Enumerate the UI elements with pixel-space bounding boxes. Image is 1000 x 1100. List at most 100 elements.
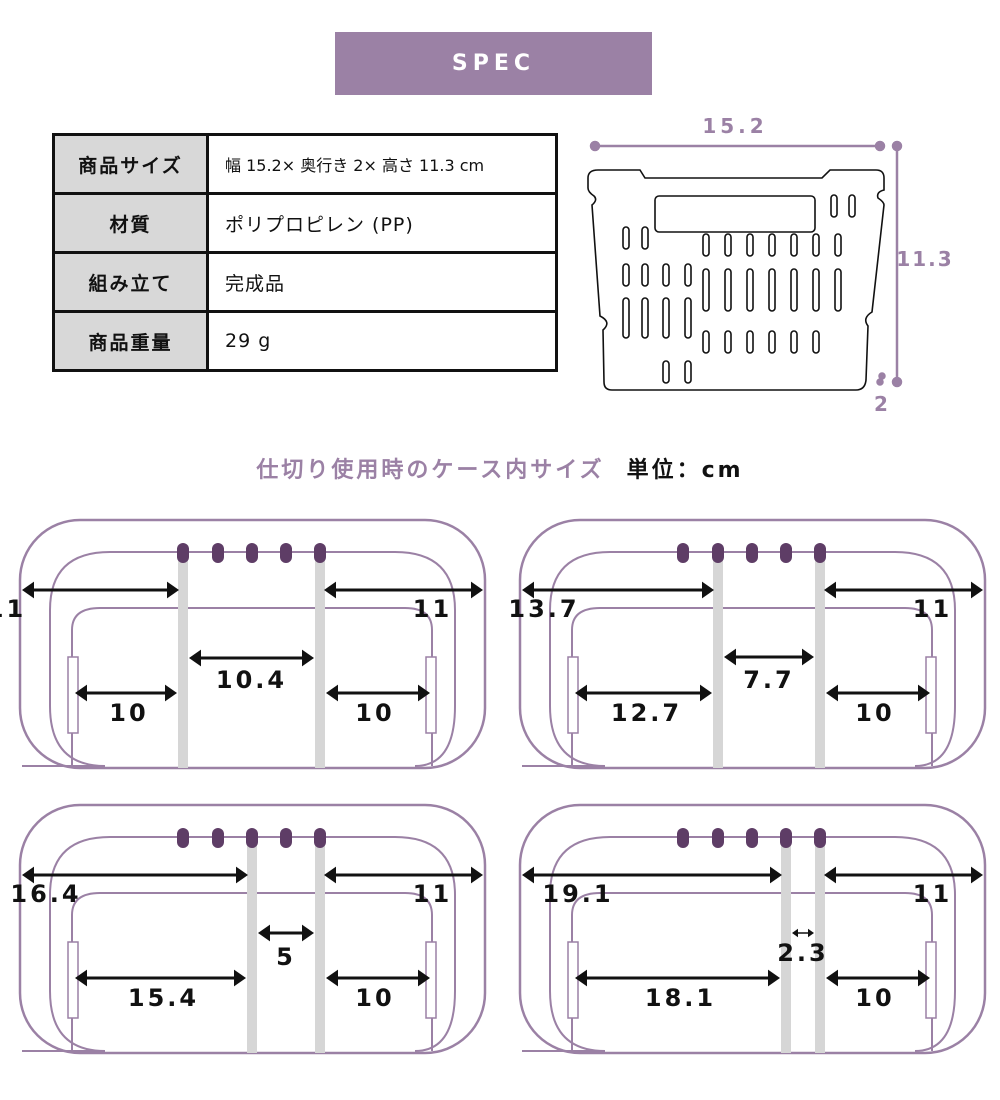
spec-value: ポリプロピレン (PP) — [206, 192, 558, 254]
vent-slot — [702, 330, 710, 354]
arrowhead — [575, 969, 587, 987]
divider-bar — [815, 550, 825, 768]
divider-slot — [212, 543, 224, 563]
divider-slot — [780, 828, 792, 848]
divider-slot — [314, 828, 326, 848]
arrowhead — [22, 866, 34, 884]
divider-bar — [815, 835, 825, 1053]
arrowhead — [236, 866, 248, 884]
arrowhead — [418, 969, 430, 987]
arrowhead — [826, 969, 838, 987]
divider-bar — [713, 550, 723, 768]
arrowhead — [522, 581, 534, 599]
vent-slot — [834, 233, 842, 257]
arrowhead — [167, 581, 179, 599]
dimension-label: 11 — [0, 595, 26, 623]
arrowhead — [522, 866, 534, 884]
spec-table: 商品サイズ 幅 15.2× 奥行き 2× 高さ 11.3 cm 材質 ポリプロピ… — [52, 133, 558, 372]
divider-slot — [746, 543, 758, 563]
dimension-label: 13.7 — [508, 595, 579, 623]
vent-slot — [746, 330, 754, 354]
arrowhead — [326, 969, 338, 987]
arrowhead — [165, 684, 177, 702]
vent-slot — [746, 233, 754, 257]
case-middle-outline — [22, 551, 456, 767]
divider-slot — [677, 828, 689, 848]
vent-slot — [830, 194, 838, 218]
arrowhead — [75, 969, 87, 987]
dimension-label: 5 — [276, 943, 296, 971]
height-dimension — [876, 140, 903, 388]
spec-value: 29 g — [206, 310, 558, 372]
vent-slot — [812, 233, 820, 257]
divider-bar — [178, 550, 188, 768]
arrowhead — [326, 684, 338, 702]
width-label: 15.2 — [702, 114, 767, 138]
vent-slot — [641, 263, 649, 287]
divider-slot — [712, 543, 724, 563]
dimension-label: 10 — [109, 699, 148, 727]
vent-slot — [848, 194, 856, 218]
vent-slot — [622, 263, 630, 287]
dimension-label: 15.4 — [128, 984, 199, 1012]
dimension-label: 11 — [913, 595, 952, 623]
arrowhead — [702, 581, 714, 599]
side-clip — [925, 656, 937, 734]
side-clip — [567, 656, 579, 734]
dimension-label: 10 — [355, 984, 394, 1012]
divider-bar — [247, 835, 257, 1053]
vent-slot — [641, 297, 649, 339]
vent-slot — [768, 268, 776, 312]
spec-row-size: 商品サイズ 幅 15.2× 奥行き 2× 高さ 11.3 cm — [52, 133, 558, 195]
arrowhead — [471, 866, 483, 884]
dimension-label: 18.1 — [645, 984, 716, 1012]
case-middle-outline — [22, 836, 456, 1052]
divider-bar — [315, 550, 325, 768]
side-clip — [567, 941, 579, 1019]
vent-slot — [724, 233, 732, 257]
spec-row-assembly: 組み立て 完成品 — [52, 251, 558, 313]
case-inner-outline — [571, 892, 933, 1051]
spec-banner: SPEC — [335, 32, 652, 95]
section-subtitle: 仕切り使用時のケース内サイズ単位：cm — [0, 452, 1000, 484]
vent-slot — [662, 263, 670, 287]
spec-key: 材質 — [52, 192, 209, 254]
divider-slot — [677, 543, 689, 563]
case-outer-outline — [518, 518, 987, 770]
spec-value: 幅 15.2× 奥行き 2× 高さ 11.3 cm — [206, 133, 558, 195]
vent-slot — [641, 226, 649, 250]
dimension-label: 7.7 — [743, 666, 795, 694]
height-label: 11.3 — [896, 247, 953, 271]
vent-slot — [768, 233, 776, 257]
divider-slot — [177, 543, 189, 563]
vent-slot — [684, 360, 692, 384]
subtitle-phrase: 仕切り使用時のケース内サイズ — [256, 458, 605, 483]
case-inner-outline — [71, 892, 433, 1051]
vent-slot — [622, 226, 630, 250]
divider-slot — [314, 543, 326, 563]
arrowhead — [700, 684, 712, 702]
arrowhead — [826, 684, 838, 702]
dimension-label: 16.4 — [10, 880, 81, 908]
vent-slot — [812, 268, 820, 312]
vent-slot — [662, 360, 670, 384]
case-layout-1: 1111101010.4 — [0, 518, 487, 770]
arrowhead — [792, 928, 798, 938]
divider-slot — [280, 543, 292, 563]
case-middle-outline — [522, 836, 956, 1052]
spec-row-weight: 商品重量 29 g — [52, 310, 558, 372]
vent-slot — [702, 233, 710, 257]
arrowhead — [75, 684, 87, 702]
vent-slot — [702, 268, 710, 312]
arrowhead — [918, 969, 930, 987]
divider-slot — [780, 543, 792, 563]
divider-slot — [814, 828, 826, 848]
arrowhead — [971, 581, 983, 599]
arrowhead — [418, 684, 430, 702]
spec-value: 完成品 — [206, 251, 558, 313]
arrowhead — [302, 924, 314, 942]
dimension-label: 12.7 — [611, 699, 682, 727]
